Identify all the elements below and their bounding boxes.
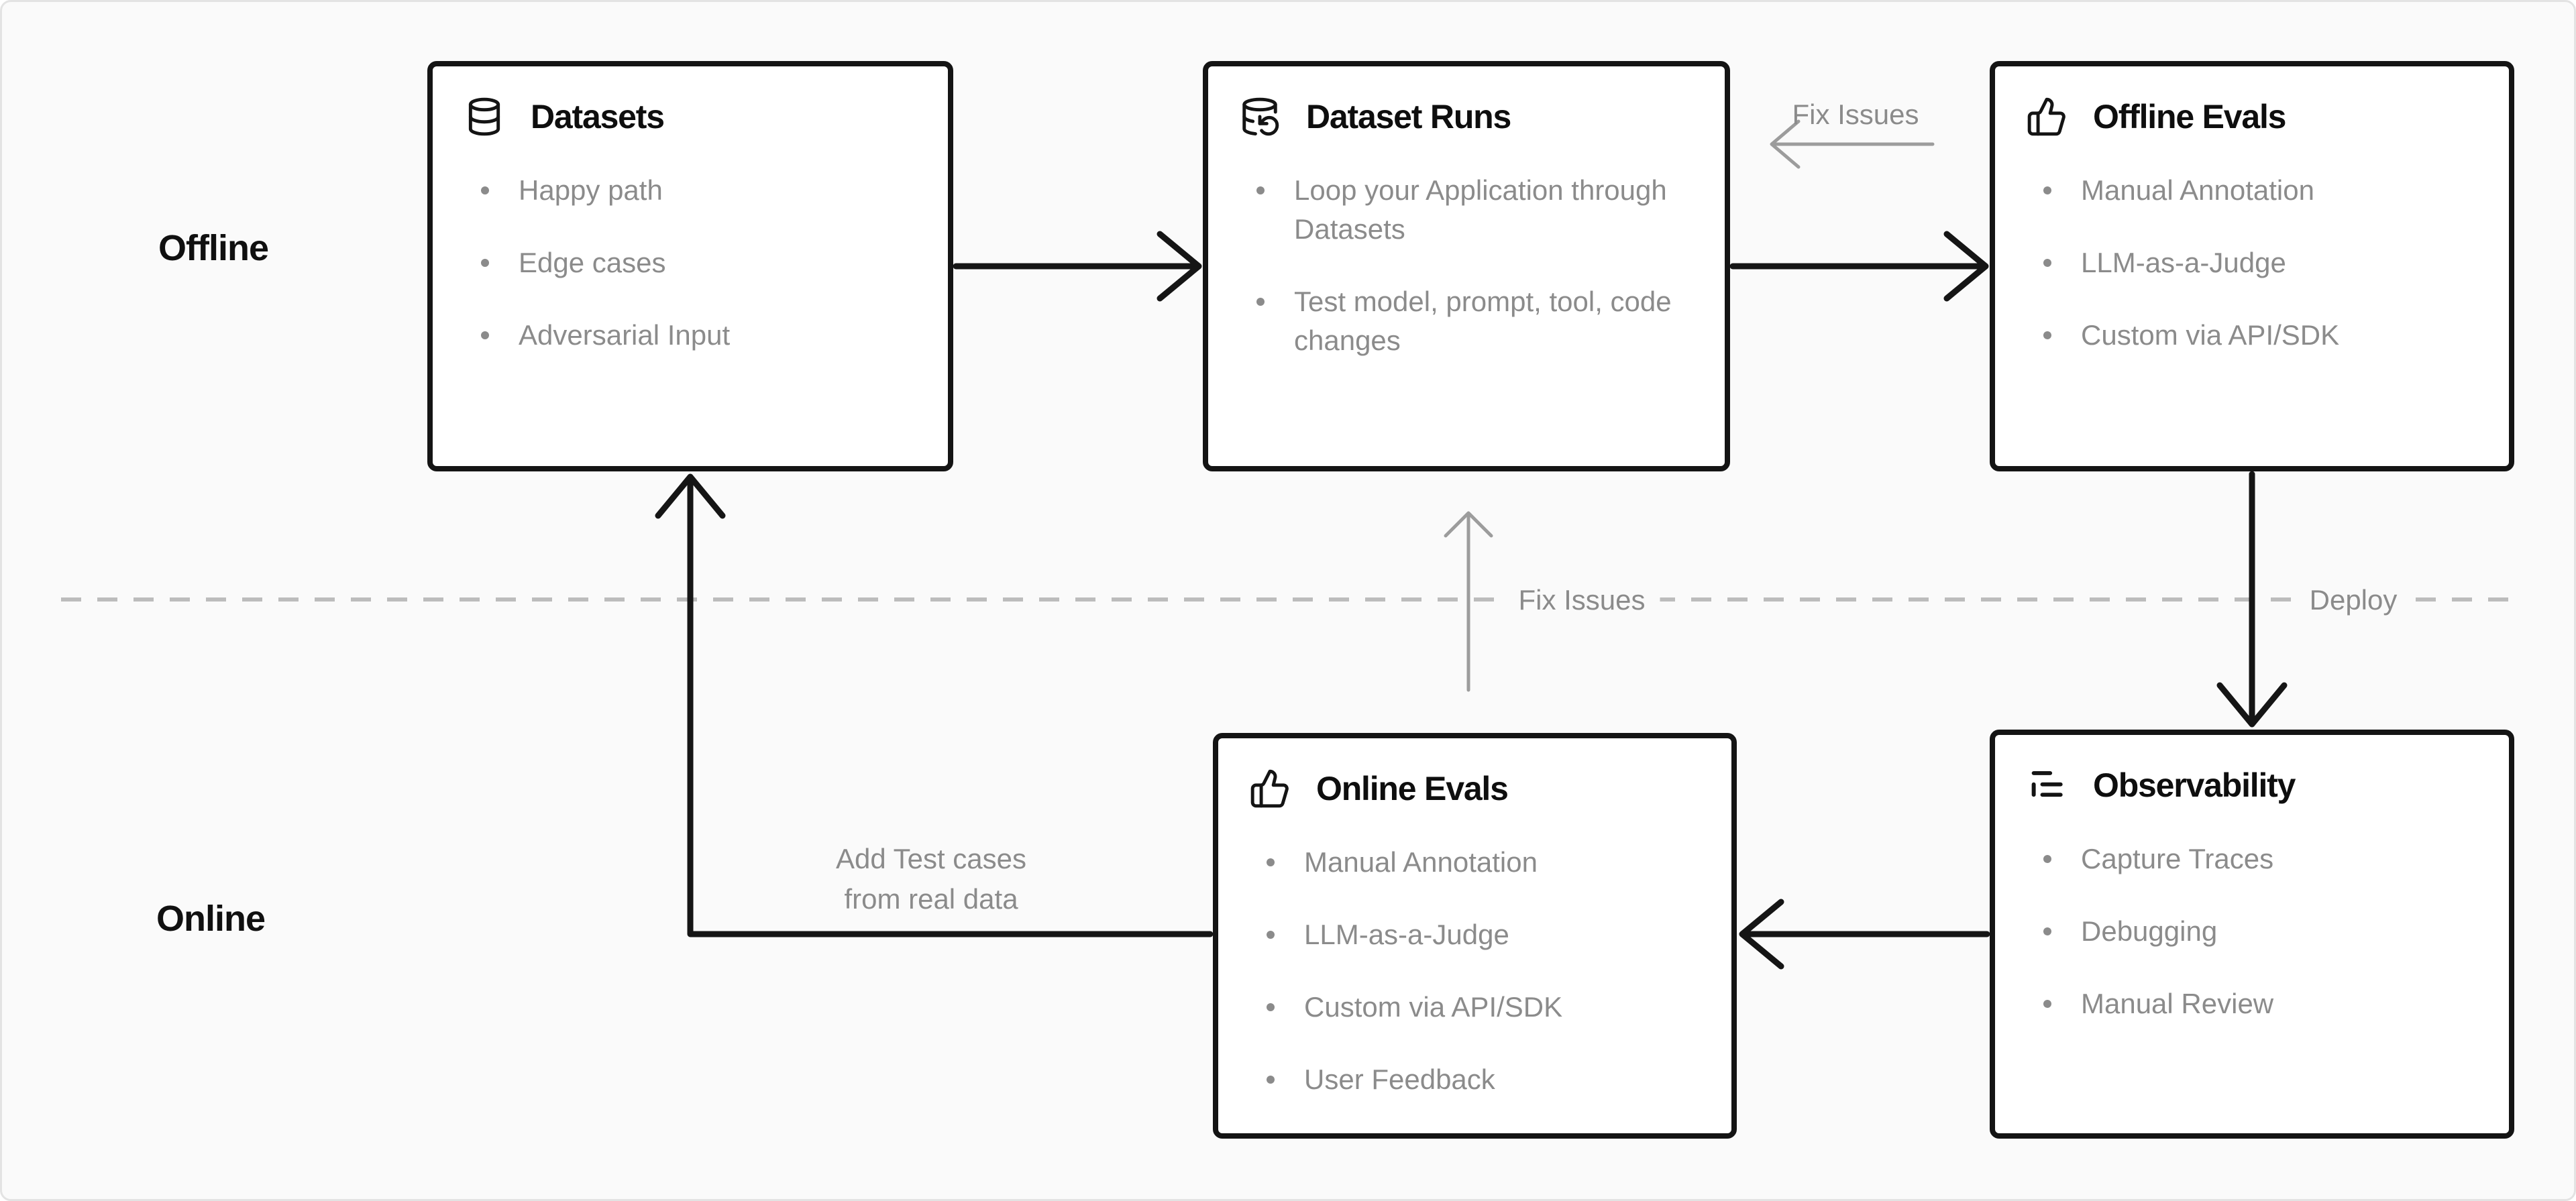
bullet-icon	[2043, 331, 2051, 339]
bullet-icon	[1267, 1076, 1275, 1084]
dataset-runs-title: Dataset Runs	[1306, 98, 1511, 135]
datasets-title: Datasets	[531, 98, 665, 135]
trace-list-icon	[2026, 764, 2068, 806]
observability-header: Observability	[2026, 764, 2478, 806]
list-item-text: LLM-as-a-Judge	[1304, 919, 1509, 950]
list-item: Debugging	[2043, 912, 2478, 951]
arrow-fix-issues-mid	[1444, 511, 1493, 692]
list-item: Capture Traces	[2043, 840, 2478, 878]
offline-section-label: Offline	[158, 228, 269, 268]
list-item: Edge cases	[481, 243, 917, 282]
database-icon	[464, 96, 505, 137]
list-item: Adversarial Input	[481, 316, 917, 355]
fix-issues-top-label: Fix Issues	[1792, 99, 1919, 130]
list-item-text: LLM-as-a-Judge	[2081, 247, 2286, 278]
bullet-icon	[481, 259, 489, 267]
bullet-icon	[1267, 858, 1275, 866]
arrow-dataset-runs-to-offline-evals	[1729, 231, 1989, 302]
arrow-datasets-to-dataset-runs	[953, 231, 1202, 302]
list-item: User Feedback	[1267, 1060, 1701, 1099]
arrow-add-test-cases	[655, 473, 1214, 937]
list-item-text: Manual Review	[2081, 988, 2274, 1019]
list-item: Manual Annotation	[2043, 171, 2478, 210]
deploy-label: Deploy	[2294, 580, 2412, 620]
list-item: Test model, prompt, tool, code changes	[1256, 282, 1694, 360]
bullet-icon	[1267, 931, 1275, 939]
observability-title: Observability	[2093, 766, 2296, 804]
bullet-icon	[1256, 186, 1265, 194]
list-item-text: Happy path	[519, 174, 663, 206]
bullet-icon	[1267, 1003, 1275, 1011]
list-item-text: Manual Annotation	[2081, 174, 2314, 206]
list-item-text: Custom via API/SDK	[2081, 319, 2340, 351]
arrow-observability-to-online-evals	[1739, 899, 1990, 970]
list-item-text: Test model, prompt, tool, code changes	[1294, 286, 1672, 356]
add-test-cases-line1: Add Test cases	[835, 843, 1027, 874]
thumbs-up-icon	[1249, 768, 1291, 809]
fix-issues-mid-label: Fix Issues	[1503, 580, 1660, 620]
bullet-icon	[481, 186, 489, 194]
add-test-cases-line2: from real data	[844, 883, 1018, 915]
online-evals-header: Online Evals	[1249, 768, 1701, 809]
list-item-text: Debugging	[2081, 915, 2218, 947]
datasets-header: Datasets	[464, 96, 917, 137]
offline-evals-title: Offline Evals	[2093, 98, 2286, 135]
list-item: Loop your Application through Datasets	[1256, 171, 1694, 249]
database-refresh-icon	[1239, 96, 1281, 137]
dataset-runs-box: Dataset Runs Loop your Application throu…	[1203, 61, 1730, 471]
bullet-icon	[2043, 927, 2051, 935]
list-item: Custom via API/SDK	[2043, 316, 2478, 355]
list-item: Manual Annotation	[1267, 843, 1701, 882]
arrow-fix-issues-top	[1770, 119, 1935, 169]
list-item: LLM-as-a-Judge	[2043, 243, 2478, 282]
list-item-text: Loop your Application through Datasets	[1294, 174, 1667, 245]
list-item-text: Adversarial Input	[519, 319, 731, 351]
list-item-text: Custom via API/SDK	[1304, 991, 1563, 1023]
offline-evals-header: Offline Evals	[2026, 96, 2478, 137]
list-item: LLM-as-a-Judge	[1267, 915, 1701, 954]
arrow-deploy	[2216, 471, 2288, 728]
online-section-label: Online	[156, 899, 266, 939]
list-item-text: Capture Traces	[2081, 843, 2274, 874]
list-item: Manual Review	[2043, 984, 2478, 1023]
bullet-icon	[1256, 298, 1265, 306]
thumbs-up-icon	[2026, 96, 2068, 137]
bullet-icon	[2043, 855, 2051, 863]
bullet-icon	[481, 331, 489, 339]
online-evals-title: Online Evals	[1316, 770, 1509, 807]
bullet-icon	[2043, 1000, 2051, 1008]
bullet-icon	[2043, 186, 2051, 194]
bullet-icon	[2043, 259, 2051, 267]
list-item-text: Manual Annotation	[1304, 846, 1538, 878]
list-item: Custom via API/SDK	[1267, 988, 1701, 1027]
list-item-text: User Feedback	[1304, 1064, 1495, 1095]
dataset-runs-header: Dataset Runs	[1239, 96, 1694, 137]
add-test-cases-label: Add Test cases from real data	[836, 839, 1026, 919]
list-item: Happy path	[481, 171, 917, 210]
list-item-text: Edge cases	[519, 247, 666, 278]
